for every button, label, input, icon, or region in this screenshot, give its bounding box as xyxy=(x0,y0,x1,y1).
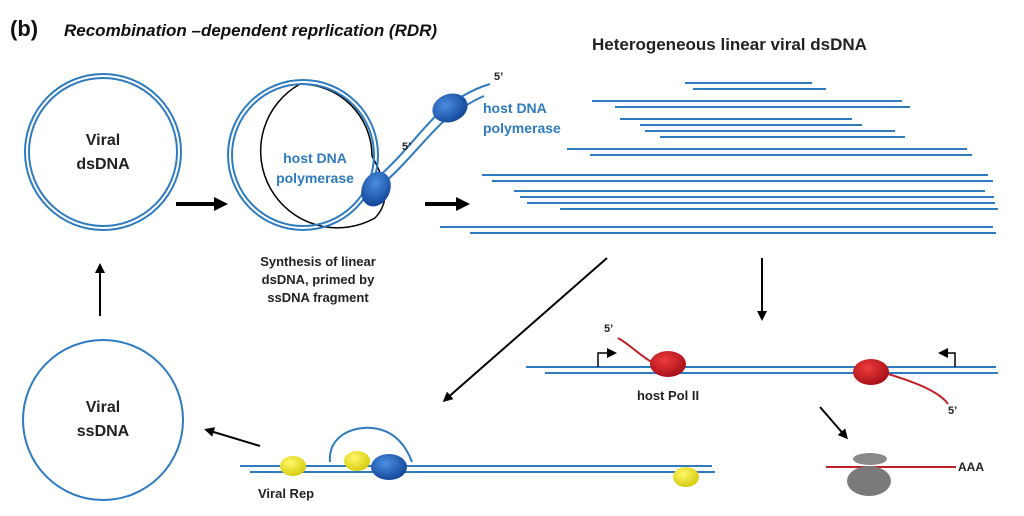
polymerase-outer xyxy=(432,93,468,123)
synthesis-caption-1: Synthesis of linear xyxy=(260,254,376,269)
five-prime-rna-left: 5’ xyxy=(604,323,613,335)
pol-ii-left xyxy=(650,351,686,377)
promoter-right-icon xyxy=(938,348,956,367)
viral-dsdna-circle xyxy=(24,73,182,231)
polya-label: AAA xyxy=(958,460,984,474)
polymerase-inner-label-2: polymerase xyxy=(276,170,354,186)
ribosome-small-icon xyxy=(853,453,887,465)
polymerase-outer-label-1: host DNA xyxy=(483,100,547,116)
rep-dna xyxy=(240,426,715,473)
polymerase-inner xyxy=(361,171,391,207)
ribosome-large-icon xyxy=(847,466,891,496)
polymerase-rep xyxy=(371,454,407,480)
viral-ssdna-circle xyxy=(22,339,184,501)
promoter-left-icon xyxy=(597,348,617,367)
rna-right xyxy=(887,373,949,405)
linear-dsdna-title: Heterogeneous linear viral dsDNA xyxy=(592,35,867,54)
pol-ii-right xyxy=(853,359,889,385)
polymerase-outer-label-2: polymerase xyxy=(483,120,561,136)
viral-ssdna-label-2: ssDNA xyxy=(77,423,130,440)
viral-ssdna-label-1: Viral xyxy=(86,399,120,416)
arrow-to-rep xyxy=(442,257,608,402)
synthesis-caption-2: dsDNA, primed by xyxy=(262,272,375,287)
rep-protein-1 xyxy=(280,456,306,476)
arrow-to-translation xyxy=(819,406,848,440)
five-prime-outer: 5’ xyxy=(494,71,503,83)
five-prime-inner: 5’ xyxy=(402,141,411,153)
arrow-to-ssdna xyxy=(204,427,261,447)
linear-dsdna-stack xyxy=(440,82,998,234)
pol-ii-label: host Pol II xyxy=(637,388,699,403)
rna-left xyxy=(617,337,656,365)
rep-protein-3 xyxy=(673,467,699,487)
diagram-title: Recombination –dependent reprlication (R… xyxy=(64,21,437,40)
viral-rep-label: Viral Rep xyxy=(258,486,314,501)
panel-label: (b) xyxy=(10,16,38,41)
polymerase-inner-label-1: host DNA xyxy=(283,150,347,166)
synthesis-caption-3: ssDNA fragment xyxy=(267,290,369,305)
five-prime-rna-right: 5’ xyxy=(948,405,957,417)
transcription-dna xyxy=(526,366,998,374)
viral-dsdna-label-2: dsDNA xyxy=(76,156,130,173)
viral-dsdna-label-1: Viral xyxy=(86,132,120,149)
rep-protein-2 xyxy=(344,451,370,471)
